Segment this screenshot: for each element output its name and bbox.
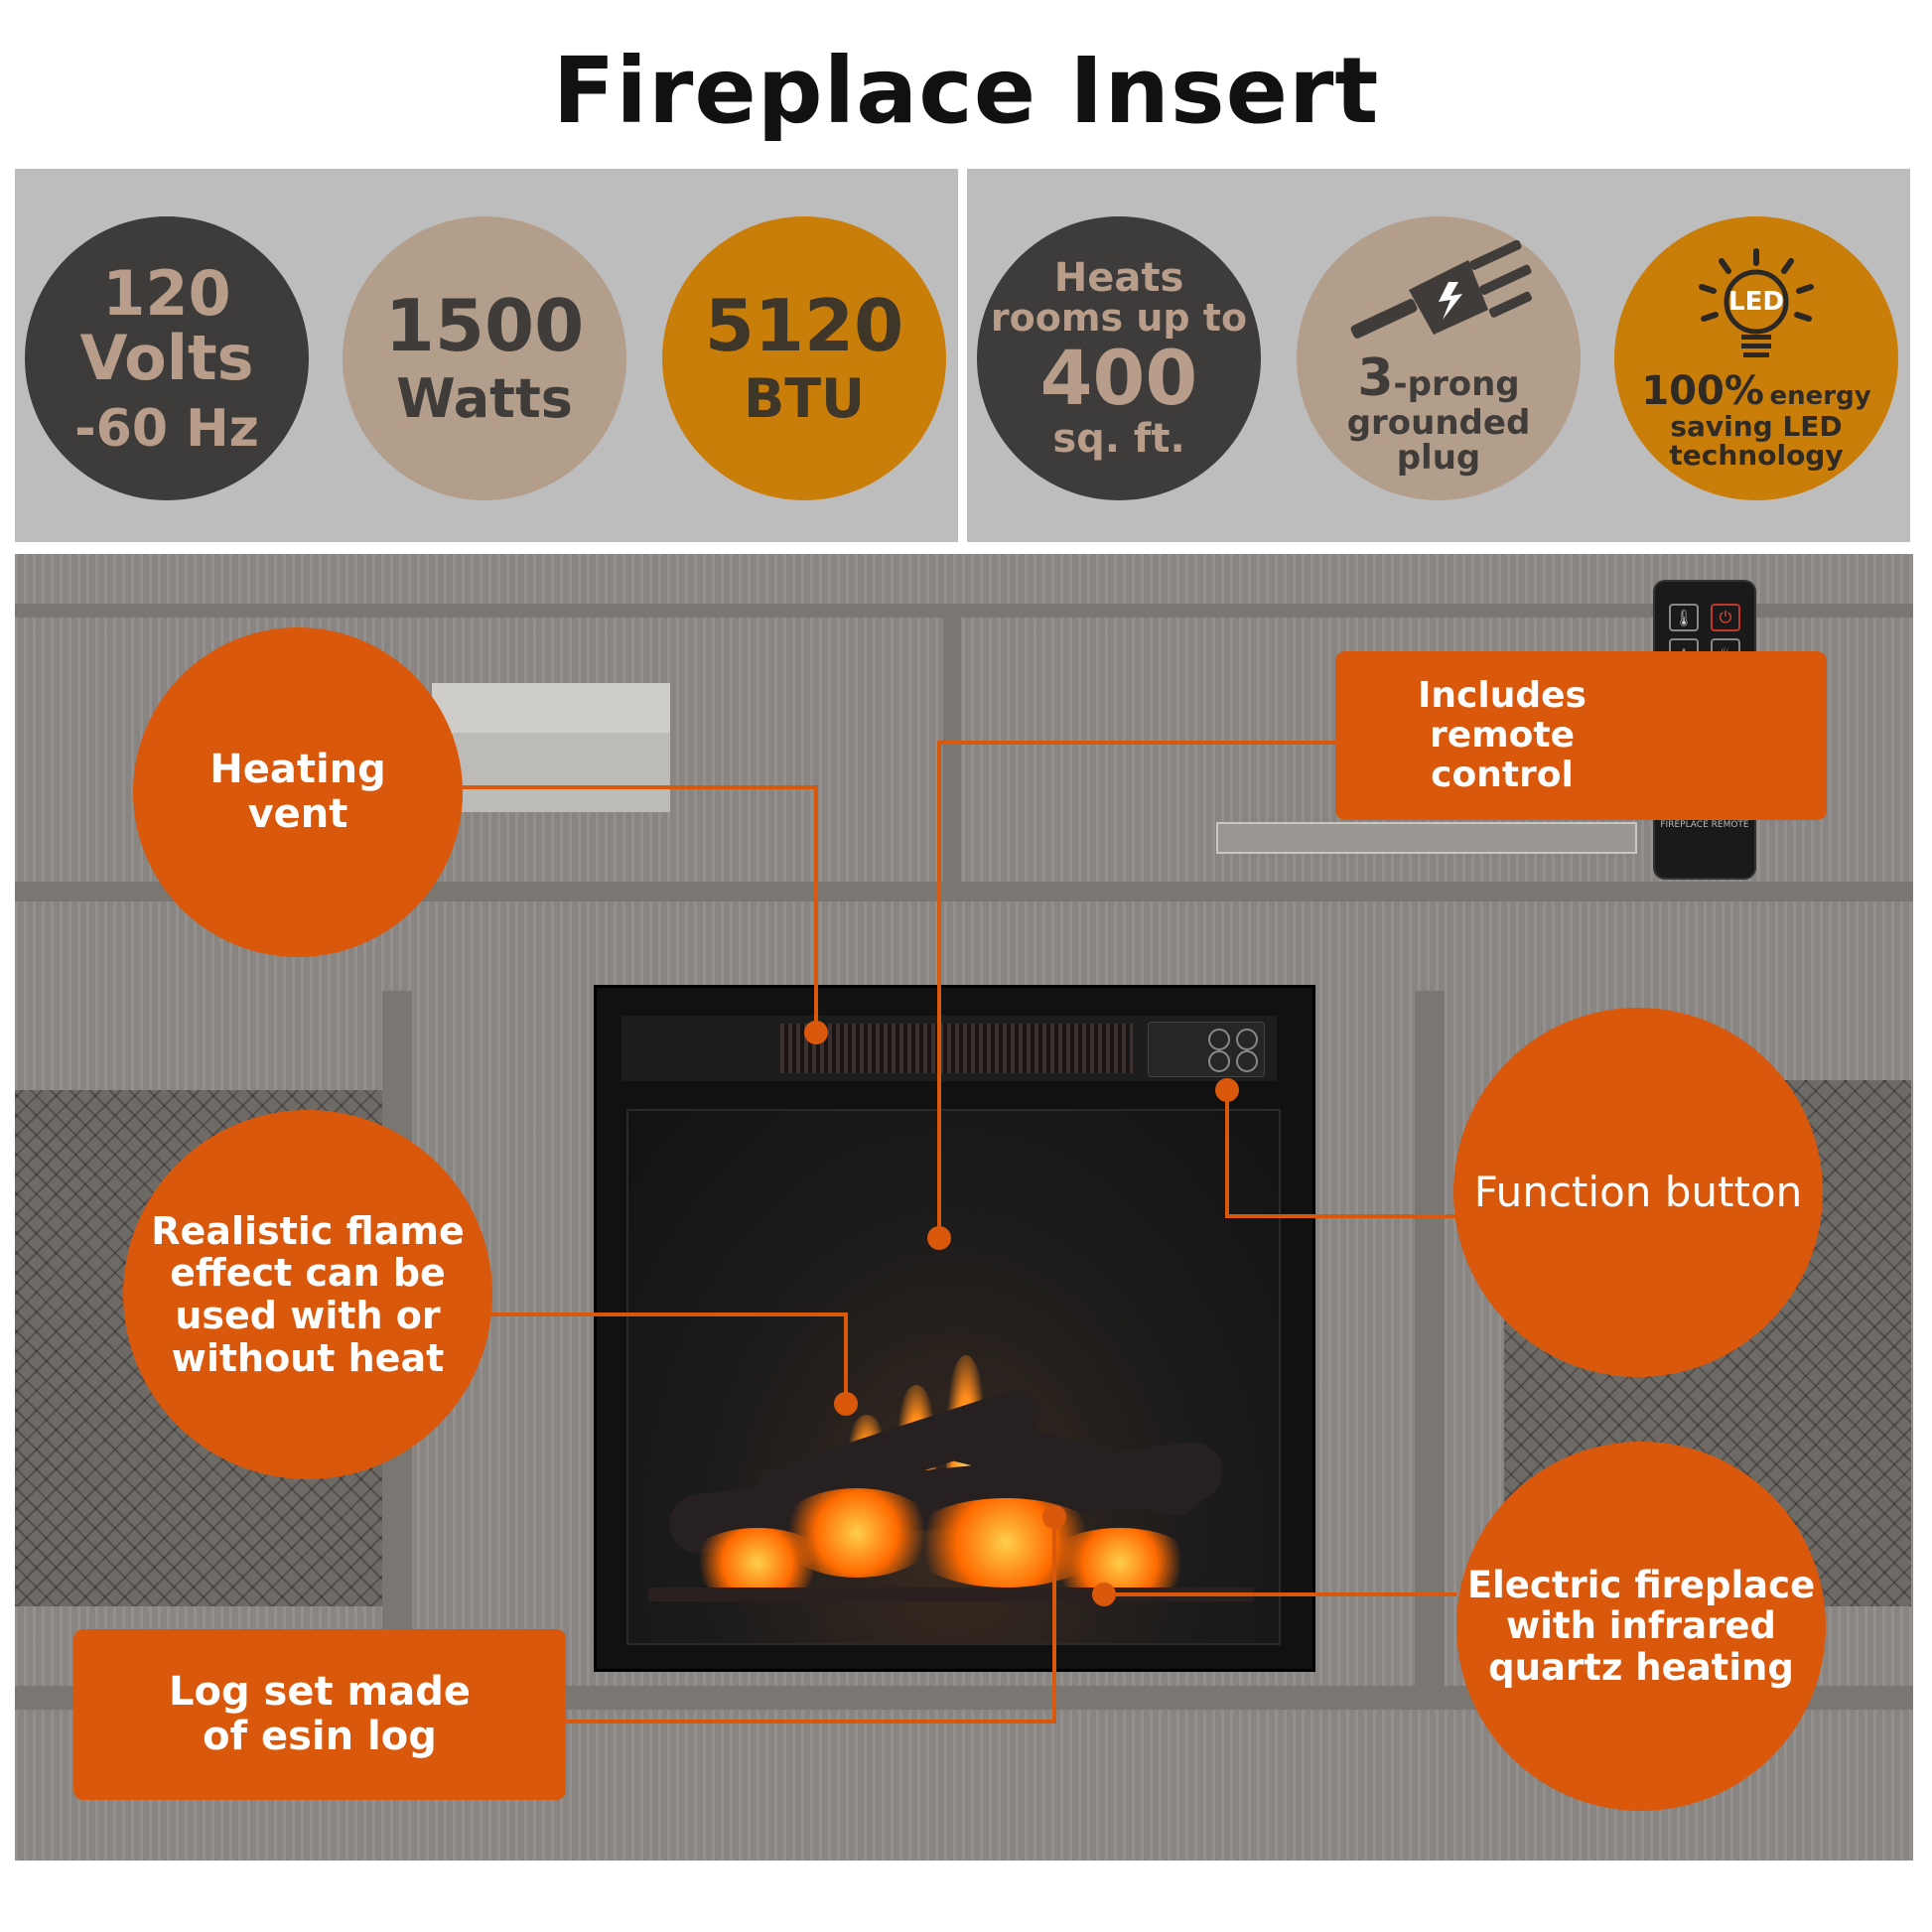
flame-button-icon[interactable] [1208, 1029, 1230, 1050]
spec-heats-line1: Heats [1053, 255, 1184, 302]
callout-function-button: Function button [1453, 1008, 1823, 1377]
spec-watts-circle: 1500 Watts [343, 216, 626, 500]
spec-panel-right: Heats rooms up to 400 sq. ft. 3-prong gr… [967, 169, 1910, 542]
callout-remote: Includes remote control [1335, 651, 1827, 820]
spec-heats-line4: sq. ft. [1052, 415, 1185, 462]
callout-flame-line4: without heat [171, 1335, 445, 1380]
callout-flame-line3: used with or [175, 1294, 441, 1337]
callout-heating-vent-line1: Heating [209, 747, 386, 793]
dvd-player [1216, 822, 1637, 854]
timer-button-icon[interactable] [1208, 1050, 1230, 1072]
book [432, 683, 670, 733]
spec-btu-circle: 5120 BTU [662, 216, 946, 500]
callout-infrared-line2: with infrared [1506, 1604, 1776, 1648]
ember [1045, 1528, 1194, 1597]
callout-remote-line2: remote control [1429, 714, 1576, 796]
power-button-icon[interactable] [1236, 1029, 1258, 1050]
spec-heats-line3: 400 [1039, 334, 1198, 423]
spec-watts-line1: 1500 [384, 283, 585, 367]
spec-voltage-line1: 120 Volts [79, 256, 254, 394]
callout-log-set-line2: of esin log [203, 1714, 437, 1759]
callout-flame-line1: Realistic flame [151, 1208, 465, 1253]
cabinet-frame-right [1415, 991, 1445, 1706]
spec-btu-line1: 5120 [704, 283, 904, 367]
shelf-top [15, 604, 1913, 618]
page-title: Fireplace Insert [552, 38, 1380, 144]
spec-led-pct: 100% [1641, 367, 1764, 414]
plug-icon [1350, 240, 1532, 339]
heating-vent-grille [780, 1024, 1133, 1073]
thermometer-icon[interactable]: 🌡 [1669, 604, 1699, 631]
callout-log-set: Log set made of esin log [73, 1629, 566, 1800]
spec-plug-circle: 3-prong grounded plug [1297, 216, 1581, 500]
spec-led-line3: technology [1669, 439, 1844, 472]
callout-heating-vent: Heating vent [133, 627, 463, 957]
callout-infrared-line3: quartz heating [1488, 1645, 1794, 1689]
spec-plug-num: 3 [1357, 348, 1394, 409]
heat-button-icon[interactable] [1236, 1050, 1258, 1072]
callout-flame-line2: effect can be [170, 1251, 446, 1296]
bulb-icon: LED [1692, 247, 1821, 366]
spec-heats-line2: rooms up to [990, 296, 1248, 341]
callout-flame: Realistic flame effect can be used with … [123, 1110, 492, 1479]
spec-led-line2: saving LED [1670, 409, 1843, 443]
spec-plug-line3: plug [1396, 438, 1481, 479]
callout-heating-vent-line2: vent [247, 791, 348, 837]
spec-led-circle: LED 100% energy saving LED technology [1614, 216, 1898, 500]
grate [648, 1587, 1254, 1601]
fireplace-top-bar [621, 1016, 1277, 1081]
shelf-divider [943, 604, 961, 892]
spec-plug-line2: grounded [1346, 402, 1531, 443]
spec-voltage-line2: -60 Hz [74, 398, 259, 459]
callout-infrared-line1: Electric fireplace [1466, 1563, 1816, 1606]
spec-heats-circle: Heats rooms up to 400 sq. ft. [977, 216, 1261, 500]
spec-led-line1: energy [1769, 380, 1871, 411]
spec-voltage-circle: 120 Volts -60 Hz [25, 216, 309, 500]
callout-remote-line1: Includes [1418, 674, 1587, 716]
led-badge: LED [1728, 286, 1784, 317]
callout-function-button-line1: Function button [1473, 1168, 1803, 1217]
spec-watts-line2: Watts [396, 367, 573, 431]
firebox [626, 1109, 1281, 1645]
callout-infrared: Electric fireplace with infrared quartz … [1456, 1442, 1826, 1811]
spec-panel-left: 120 Volts -60 Hz 1500 Watts 5120 BTU [15, 169, 958, 542]
spec-btu-line2: BTU [744, 367, 865, 431]
fireplace-insert [594, 985, 1315, 1672]
spec-plug-line1: -prong [1393, 364, 1520, 405]
book [432, 733, 670, 812]
power-icon[interactable]: ⏻ [1711, 604, 1740, 631]
control-panel[interactable] [1148, 1022, 1265, 1077]
callout-log-set-line1: Log set made [169, 1669, 471, 1716]
